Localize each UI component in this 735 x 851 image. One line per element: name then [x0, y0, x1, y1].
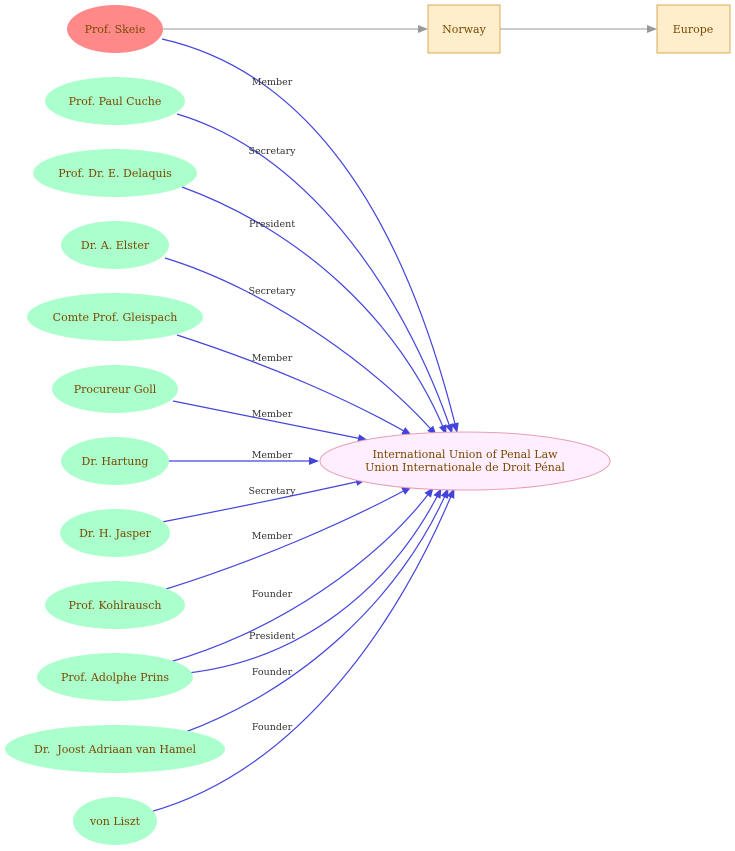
edge-label-hartung: Member	[252, 450, 293, 461]
edge-cuche-org	[176, 113, 453, 434]
edge-liszt-org	[149, 488, 455, 813]
person-node-vanhamel[interactable]: Dr. Joost Adriaan van Hamel	[5, 725, 225, 773]
edge-label-goll: Member	[252, 409, 293, 420]
edge-label-delaquis: President	[249, 219, 295, 230]
person-label-jasper: Dr. H. Jasper	[79, 527, 152, 540]
person-label-gleispach: Comte Prof. Gleispach	[53, 311, 178, 324]
edge-jasper-org	[161, 478, 366, 523]
person-label-kohlrausch: Prof. Kohlrausch	[69, 599, 162, 612]
edge-kohlrausch-org	[162, 486, 412, 591]
person-node-cuche[interactable]: Prof. Paul Cuche	[45, 77, 185, 125]
person-label-goll: Procureur Goll	[74, 383, 157, 396]
person-node-delaquis[interactable]: Prof. Dr. E. Delaquis	[33, 149, 197, 197]
edge-label-gleispach: Member	[252, 353, 293, 364]
edge-label-skeie: Member	[252, 77, 293, 88]
edge-label-elster: Secretary	[248, 286, 296, 297]
edge-label-prins-president: President	[249, 631, 295, 642]
edge-gleispach-org	[176, 334, 412, 436]
place-label-europe: Europe	[673, 23, 714, 36]
edge-label-kohlrausch: Member	[252, 531, 293, 542]
edge-labels-layer: Member Secretary President Secretary Mem…	[248, 77, 296, 733]
edge-prins-org-founder	[169, 487, 434, 663]
person-node-goll[interactable]: Procureur Goll	[52, 365, 178, 413]
person-label-prins: Prof. Adolphe Prins	[61, 671, 169, 684]
edge-vanhamel-org	[182, 488, 449, 734]
person-node-kohlrausch[interactable]: Prof. Kohlrausch	[45, 581, 185, 629]
person-node-liszt[interactable]: von Liszt	[73, 797, 157, 845]
person-node-elster[interactable]: Dr. A. Elster	[61, 221, 169, 269]
edge-label-vanhamel: Founder	[252, 667, 293, 678]
person-label-cuche: Prof. Paul Cuche	[69, 95, 162, 108]
person-label-hartung: Dr. Hartung	[82, 455, 149, 468]
person-label-skeie: Prof. Skeie	[85, 23, 146, 36]
org-label-line2: Union Internationale de Droit Pénal	[365, 461, 565, 474]
edge-elster-org	[164, 257, 437, 436]
person-node-hartung[interactable]: Dr. Hartung	[61, 437, 169, 485]
place-node-norway[interactable]: Norway	[427, 4, 501, 54]
person-node-gleispach[interactable]: Comte Prof. Gleispach	[27, 293, 203, 341]
person-label-elster: Dr. A. Elster	[81, 239, 150, 252]
place-label-norway: Norway	[442, 23, 486, 36]
place-node-europe[interactable]: Europe	[656, 4, 731, 54]
person-node-skeie[interactable]: Prof. Skeie	[67, 5, 163, 53]
edge-skeie-org	[161, 38, 459, 433]
person-label-liszt: von Liszt	[89, 815, 141, 828]
org-label-line1: International Union of Penal Law	[372, 448, 558, 461]
org-node-iupl[interactable]: International Union of Penal Law Union I…	[319, 431, 611, 491]
edge-prins-org-president	[187, 488, 442, 674]
edge-delaquis-org	[181, 186, 447, 435]
person-node-prins[interactable]: Prof. Adolphe Prins	[37, 653, 193, 701]
person-label-vanhamel: Dr. Joost Adriaan van Hamel	[34, 743, 196, 756]
edge-goll-org	[172, 400, 368, 443]
edges-layer	[149, 25, 657, 813]
edge-label-jasper: Secretary	[248, 486, 296, 497]
person-label-delaquis: Prof. Dr. E. Delaquis	[58, 167, 172, 180]
edge-label-cuche: Secretary	[248, 146, 296, 157]
edge-label-liszt: Founder	[252, 722, 293, 733]
person-node-jasper[interactable]: Dr. H. Jasper	[60, 509, 170, 557]
edge-label-prins-founder: Founder	[252, 589, 293, 600]
